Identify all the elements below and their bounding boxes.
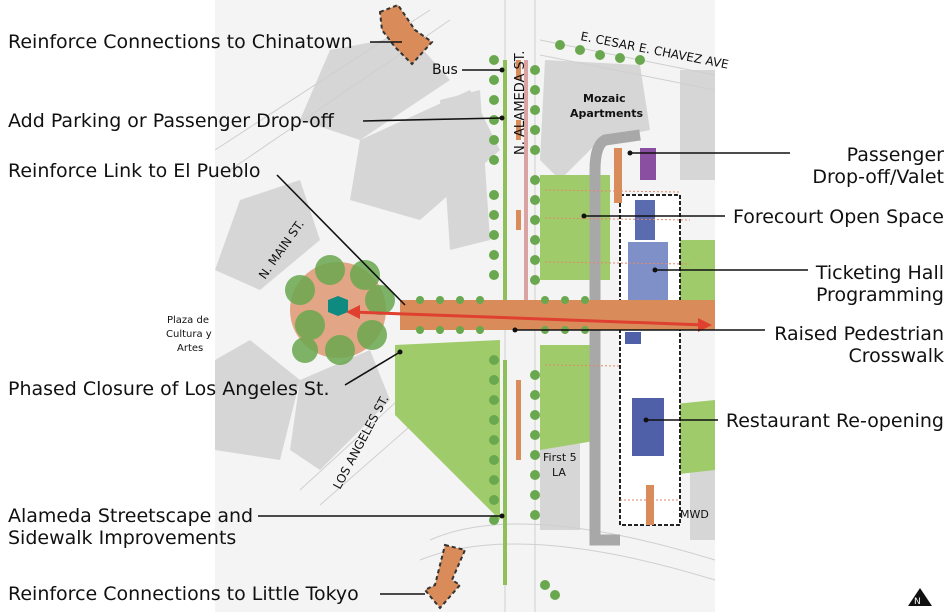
apartments-label: Apartments bbox=[570, 107, 644, 120]
mozaic-label: Mozaic bbox=[583, 92, 626, 105]
callout-crosswalk-line2: Crosswalk bbox=[848, 345, 944, 367]
building-footprints bbox=[215, 35, 715, 540]
leader-dots bbox=[397, 67, 658, 519]
bus-label: Bus bbox=[432, 62, 458, 78]
callout-dropoff-line1: Passenger bbox=[846, 144, 944, 166]
mwd-label: MWD bbox=[680, 508, 709, 521]
north-arrow bbox=[908, 588, 932, 606]
callout-restaurant: Restaurant Re-opening bbox=[725, 410, 944, 432]
leader-lines-left bbox=[258, 41, 503, 595]
restaurant-block bbox=[632, 398, 664, 456]
leader-lines-right bbox=[515, 152, 808, 421]
plaza-label-line1: Plaza de bbox=[167, 315, 209, 326]
chinatown-arrow bbox=[378, 3, 434, 66]
alameda-green-strip-top bbox=[503, 60, 507, 300]
callout-ticketing-line1: Ticketing Hall bbox=[815, 262, 944, 284]
valet-block bbox=[640, 148, 656, 180]
north-label: N bbox=[914, 597, 921, 607]
ticketing-block-top bbox=[635, 200, 655, 240]
callout-dropoff-line2: Drop-off/Valet bbox=[812, 166, 944, 188]
small-arrows bbox=[544, 189, 691, 501]
el-pueblo-arrow-line bbox=[351, 310, 706, 327]
alameda-green-strip-bottom bbox=[503, 360, 507, 585]
callout-ticketing-line2: Programming bbox=[815, 284, 944, 306]
plaza-cultura-y-artes bbox=[285, 255, 395, 365]
callout-little-tokyo: Reinforce Connections to Little Tokyo bbox=[8, 583, 359, 605]
dropoff-ramp bbox=[589, 129, 641, 546]
callout-los-angeles-closure: Phased Closure of Los Angeles St. bbox=[8, 378, 330, 400]
callout-alameda-streetscape-line2: Sidewalk Improvements bbox=[8, 527, 237, 549]
street-trees bbox=[416, 40, 645, 600]
callout-crosswalk-line1: Raised Pedestrian bbox=[774, 323, 944, 345]
plaza-label-line3: Artes bbox=[177, 343, 204, 354]
el-pueblo-arrow-head-right bbox=[698, 318, 712, 332]
callout-parking: Add Parking or Passenger Drop-off bbox=[8, 110, 334, 132]
el-pueblo-arrow-head-left bbox=[346, 305, 360, 319]
callout-alameda-streetscape-line1: Alameda Streetscape and bbox=[8, 505, 254, 527]
plaza-label-line2: Cultura y bbox=[166, 329, 212, 340]
first5-label-line1: First 5 bbox=[543, 451, 577, 464]
plaza-fountain bbox=[328, 296, 348, 316]
crosswalk-block bbox=[625, 332, 641, 344]
ticketing-hall-block bbox=[628, 242, 668, 302]
little-tokyo-arrow bbox=[423, 543, 467, 610]
plaza-trees bbox=[285, 255, 395, 365]
alameda-street-label: N. ALAMEDA ST. bbox=[513, 51, 528, 155]
callout-el-pueblo: Reinforce Link to El Pueblo bbox=[8, 160, 261, 182]
callout-forecourt: Forecourt Open Space bbox=[732, 206, 944, 228]
alameda-red-strip bbox=[524, 60, 528, 300]
first5-label-line2: LA bbox=[552, 466, 566, 479]
callout-chinatown: Reinforce Connections to Chinatown bbox=[8, 31, 353, 53]
